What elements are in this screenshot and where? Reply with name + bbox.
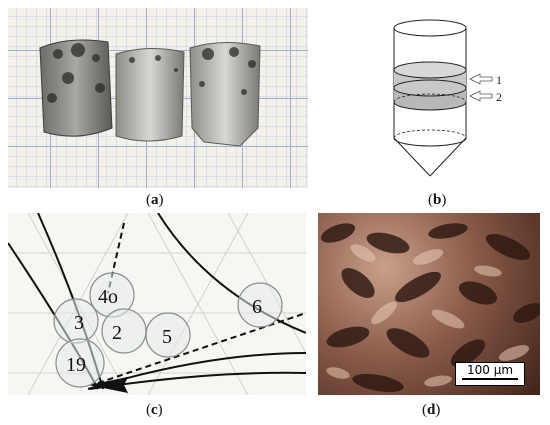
caption-d: (d) (422, 402, 441, 418)
label-1: 1 (496, 73, 502, 87)
disc-5 (145, 312, 191, 358)
disc-2 (101, 308, 147, 354)
arrow-1-icon (469, 73, 493, 85)
micrograph-texture (320, 223, 540, 393)
scale-bar-line (462, 378, 518, 380)
caption-b: (b) (428, 192, 447, 208)
caption-a: (a) (146, 192, 164, 208)
crystal-3 (189, 41, 261, 147)
diagram-crystal-sections: 1 2 (372, 8, 522, 188)
crystal-2 (115, 47, 185, 142)
disc-6 (237, 282, 283, 328)
label-2: 2 (496, 90, 502, 104)
arrowhead-icon (88, 377, 128, 393)
disc-diagram: 4o 3 2 5 19 6 (8, 213, 306, 395)
crystal-samples-illustration (39, 39, 261, 147)
section-2-band (394, 88, 466, 110)
photo-crystal-samples (8, 8, 308, 188)
section-1-band (394, 70, 466, 96)
cylinder-diagram: 1 2 (393, 19, 502, 177)
scale-bar-label: 100 µm (466, 363, 514, 377)
disc-label-2: 2 (112, 322, 122, 344)
photo-numbered-discs: 4o 3 2 5 19 6 (8, 213, 306, 395)
disc-label-5: 5 (162, 326, 172, 348)
disc-label-19: 19 (66, 354, 86, 376)
disc-label-4o: 4o (98, 286, 118, 308)
disc-19 (55, 338, 105, 388)
arrow-2-icon (469, 90, 493, 102)
surface-speckles (47, 43, 256, 103)
disc-label-3: 3 (74, 312, 84, 334)
disc-label-6: 6 (252, 296, 262, 318)
crystal-1 (39, 39, 113, 137)
caption-c: (c) (146, 402, 163, 418)
scale-bar: 100 µm (455, 362, 525, 386)
